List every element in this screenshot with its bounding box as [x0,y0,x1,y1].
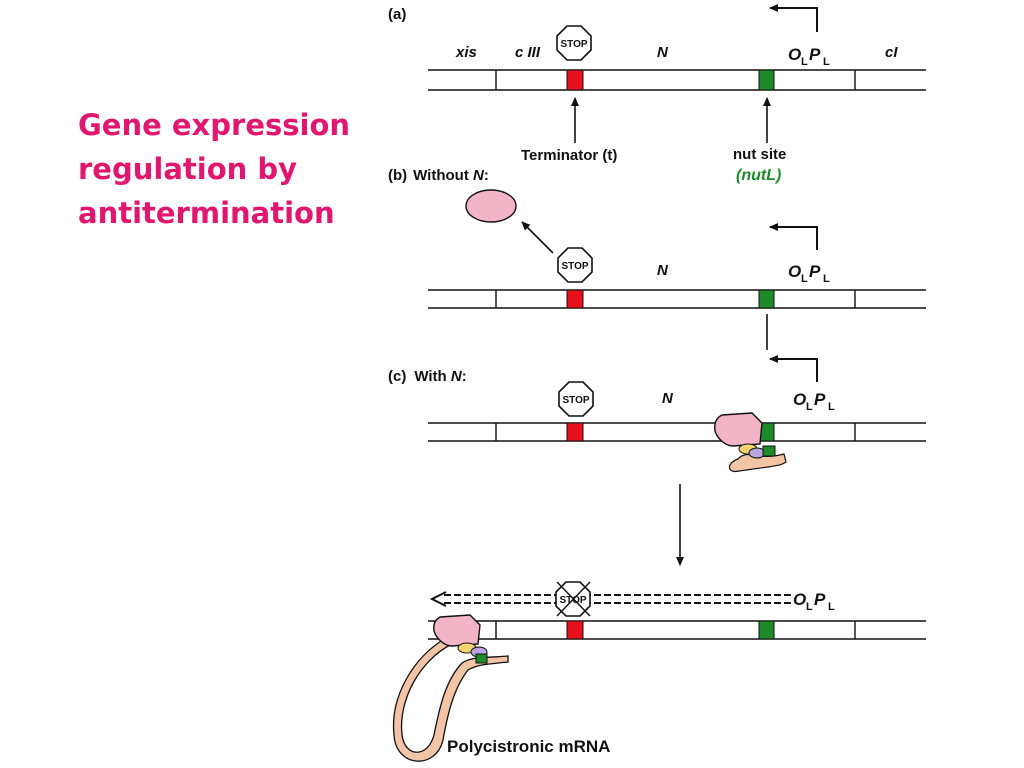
nut-site-label: nut site [733,146,786,163]
svg-text:L: L [801,273,808,285]
svg-text:L: L [801,56,808,68]
svg-text:P: P [809,262,821,281]
svg-text:STOP: STOP [562,395,589,406]
title-line-3: antitermination [78,196,335,230]
gene-label-n: N [657,44,669,61]
svg-text:L: L [806,601,813,613]
gene-label-n-b: N [657,262,669,279]
mrna-label: Polycistronic mRNA [447,737,610,756]
terminator-site-a [566,69,584,91]
dna-strand-c [428,422,926,442]
svg-text:L: L [828,401,835,413]
operator-promoter-c: O L P L [793,390,835,413]
svg-text:L: L [828,601,835,613]
nut-site-b [758,289,775,309]
operator-promoter-a: O L P L [788,45,830,68]
svg-text:STOP: STOP [559,595,586,606]
svg-text:L: L [806,401,813,413]
svg-text:(c)With N:: (c)With N: [388,368,467,385]
nut-site-d [758,620,775,640]
gene-label-ciii: c III [515,44,541,61]
transcription-readthrough-arrow [429,591,793,607]
svg-text:L: L [823,56,830,68]
terminator-site-b [566,289,584,309]
stop-sign-icon: STOP [558,381,594,417]
svg-text:O: O [793,590,806,609]
terminator-site-c [566,422,584,442]
promoter-arrow-b [769,223,818,250]
nutl-label: (nutL) [736,167,781,184]
promoter-arrow-a [769,4,818,32]
panel-c-caption: (c)With N: [388,368,467,385]
operator-promoter-d: O L P L [793,590,835,613]
svg-text:L: L [823,273,830,285]
svg-text:STOP: STOP [561,261,588,272]
rna-polymerase-complex-c [714,412,787,473]
terminator-label: Terminator (t) [521,147,617,164]
dna-strand-a [428,69,926,91]
svg-text:P: P [814,390,826,409]
nut-site-a [758,69,775,91]
slide-title: Gene expression regulation by antitermin… [78,103,378,235]
crossed-stop-sign-icon: STOP [555,581,591,617]
gene-label-xis: xis [455,44,477,61]
svg-text:(b)Without N:: (b)Without N: [388,167,489,184]
panel-b-caption: (b)Without N: [388,167,489,184]
polycistronic-mrna-loop [392,637,509,762]
stop-sign-icon: STOP [557,247,593,283]
svg-text:P: P [814,590,826,609]
gene-label-n-c: N [662,390,674,407]
dna-strand-b [428,289,926,309]
svg-text:O: O [788,45,801,64]
dna-strand-d [428,620,926,640]
gene-label-ci: cI [885,44,898,61]
svg-text:STOP: STOP [560,39,587,50]
release-arrow [521,221,554,254]
svg-text:P: P [809,45,821,64]
svg-text:O: O [788,262,801,281]
terminator-site-d [566,620,584,640]
released-polymerase [465,189,517,223]
svg-text:O: O [793,390,806,409]
title-line-1: Gene expression [78,108,351,142]
stop-sign-icon: STOP [556,25,592,61]
title-line-2: regulation by [78,152,298,186]
rna-polymerase-complex-d [433,614,488,664]
promoter-arrow-c [769,355,818,382]
operator-promoter-b: O L P L [788,262,830,285]
panel-a-label: (a) [388,6,406,23]
